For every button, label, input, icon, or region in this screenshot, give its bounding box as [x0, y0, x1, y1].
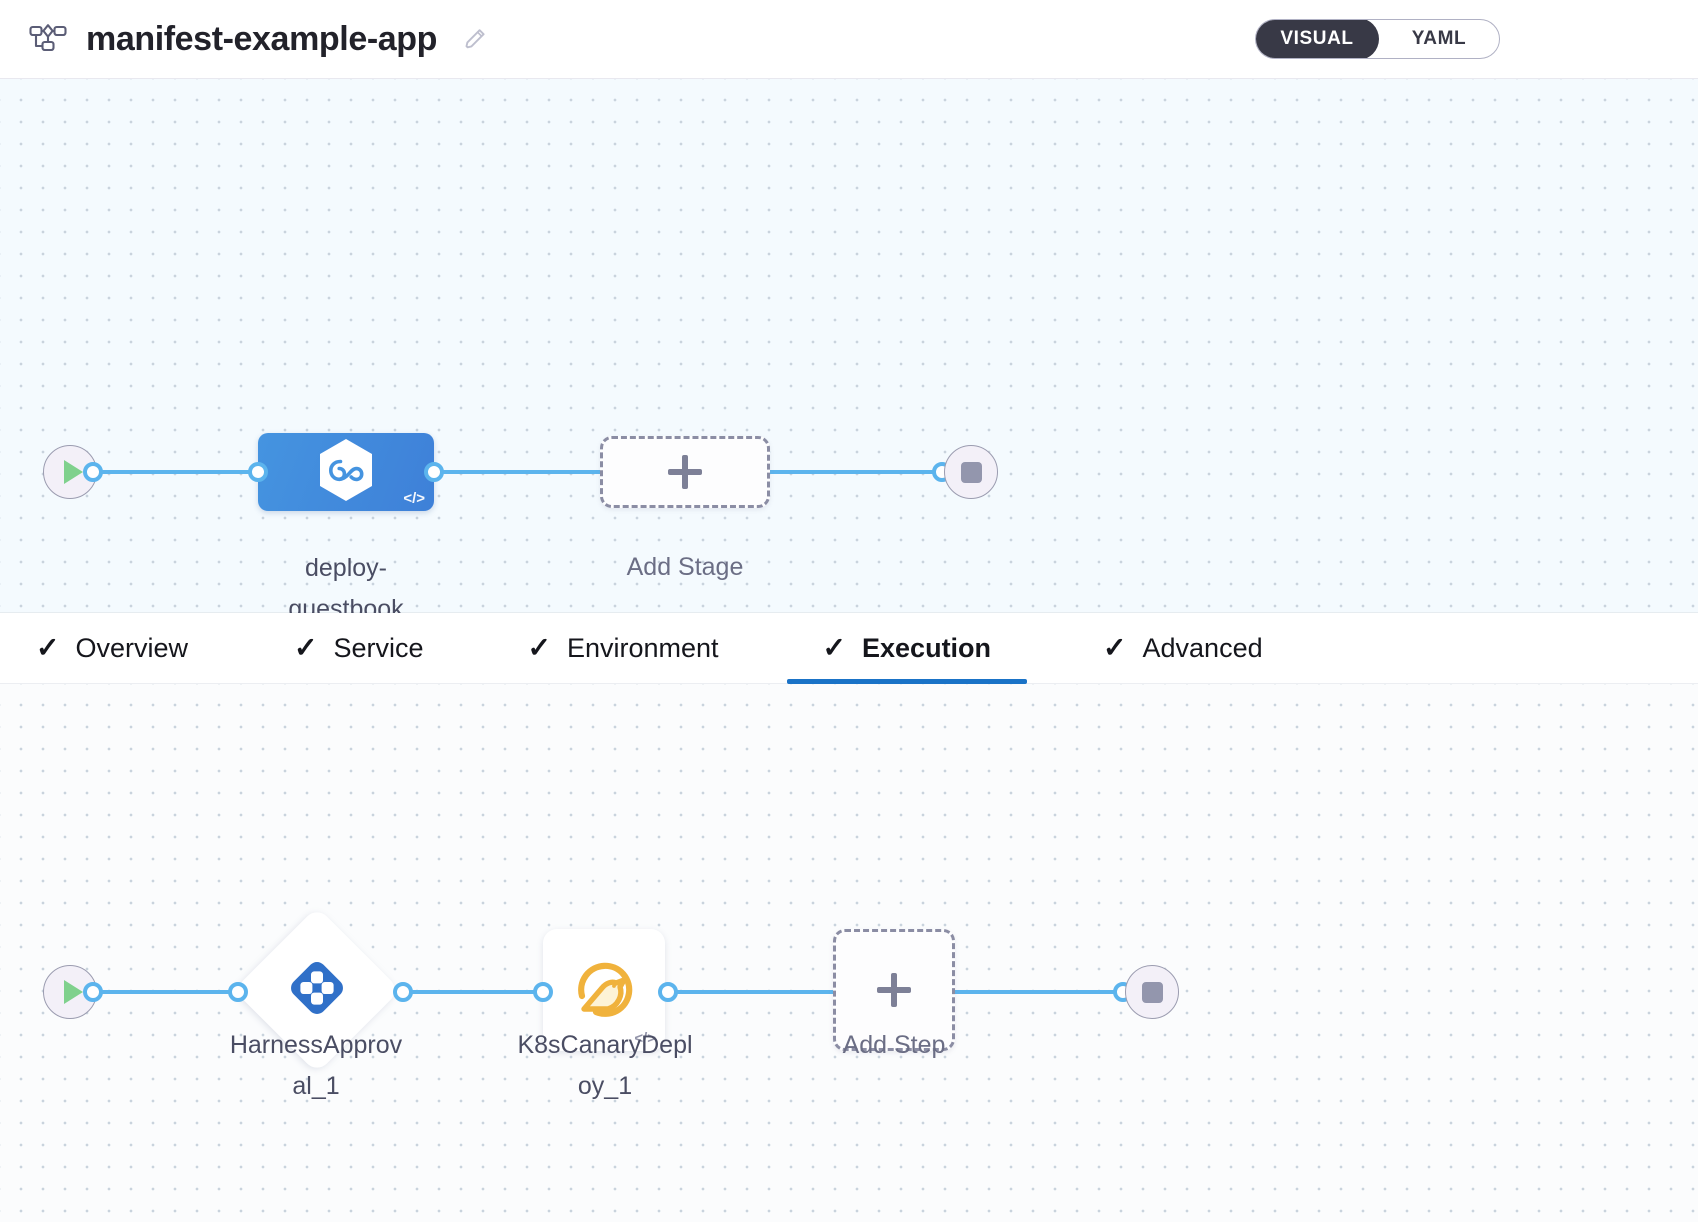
step-node-harnessapproval[interactable] — [258, 931, 376, 1049]
port-approval-out[interactable] — [393, 982, 413, 1002]
stage-tabs[interactable]: ✓ Overview ✓ Service ✓ Environment ✓ Exe… — [0, 613, 1698, 684]
edge-canary-to-addstep — [660, 990, 840, 994]
step-code-badge[interactable]: </> — [634, 1030, 656, 1047]
tab-service[interactable]: ✓ Service — [294, 613, 424, 684]
check-icon: ✓ — [36, 632, 60, 663]
add-step-button[interactable] — [833, 929, 955, 1051]
check-icon: ✓ — [294, 632, 318, 663]
tab-environment-label: Environment — [566, 632, 719, 663]
stage-code-badge[interactable]: </> — [403, 490, 425, 507]
tab-execution-label: Execution — [862, 632, 992, 663]
check-icon: ✓ — [527, 632, 551, 663]
pipeline-end-node[interactable] — [944, 445, 998, 499]
header-left-group: manifest-example-app — [0, 19, 489, 59]
pencil-edit-icon[interactable] — [455, 25, 489, 53]
port-canary-out[interactable] — [658, 982, 678, 1002]
step-label-harnessapproval: HarnessApprov al_1 — [196, 1025, 436, 1106]
tab-overview[interactable]: ✓ Overview — [36, 613, 188, 684]
port-stage-out[interactable] — [424, 462, 444, 482]
play-icon — [63, 980, 83, 1004]
add-step-label: Add Step — [842, 1031, 946, 1059]
harness-hexagon-icon — [315, 437, 377, 508]
tab-service-label: Service — [333, 632, 424, 663]
execution-graph-canvas[interactable]: HarnessApprov al_1 </> K8sCanaryDepl oy_… — [0, 684, 1698, 1222]
canary-label-line2: oy_1 — [577, 1071, 633, 1100]
edge-start-to-stage — [88, 470, 270, 474]
stage-node-deploy-guestbook[interactable]: </> — [258, 433, 434, 511]
check-icon: ✓ — [1103, 632, 1127, 663]
tab-advanced[interactable]: ✓ Advanced — [1103, 613, 1263, 684]
tab-advanced-label: Advanced — [1142, 632, 1263, 663]
stage-label-line1: deploy- — [305, 554, 387, 582]
tab-execution[interactable]: ✓ Execution — [786, 613, 1027, 684]
play-icon — [63, 460, 83, 484]
plus-icon — [668, 455, 702, 489]
port-canary-in[interactable] — [533, 982, 553, 1002]
yaml-mode-button[interactable]: YAML — [1379, 20, 1499, 58]
edge-addstep-to-end — [955, 990, 1115, 994]
mode-toggle[interactable]: VISUAL YAML — [1255, 19, 1500, 59]
edge-start-to-approval — [88, 990, 238, 994]
harness-approval-icon — [286, 957, 348, 1024]
tab-overview-label: Overview — [75, 632, 188, 663]
port-start-out[interactable] — [83, 462, 103, 482]
page-header: manifest-example-app VISUAL YAML — [0, 0, 1698, 79]
check-icon: ✓ — [822, 632, 847, 663]
canary-bird-icon — [566, 950, 642, 1031]
step-label-k8scanarydeploy: K8sCanaryDepl oy_1 — [483, 1025, 727, 1106]
execution-end-node[interactable] — [1125, 965, 1179, 1019]
edge-stage-to-addstage — [432, 470, 600, 474]
approval-label-line2: al_1 — [292, 1071, 340, 1100]
step-node-k8scanarydeploy[interactable]: </> — [543, 929, 665, 1051]
canary-label-line1: K8sCanaryDepl — [517, 1031, 693, 1059]
stop-square-icon — [1141, 981, 1163, 1003]
stage-graph-canvas[interactable]: </> deploy- guestbook Add Stage — [0, 79, 1698, 623]
plus-icon — [877, 973, 911, 1007]
edge-approval-to-canary — [390, 990, 540, 994]
visual-mode-button[interactable]: VISUAL — [1256, 20, 1379, 58]
edge-addstage-to-end — [770, 470, 950, 474]
pipeline-flow-icon — [28, 19, 68, 59]
header-right-group: VISUAL YAML — [1255, 19, 1698, 59]
port-exec-start-out[interactable] — [83, 982, 103, 1002]
add-stage-label: Add Stage — [626, 553, 744, 581]
port-approval-in[interactable] — [228, 982, 248, 1002]
tab-environment[interactable]: ✓ Environment — [528, 613, 719, 684]
add-stage-button[interactable] — [600, 436, 770, 508]
stop-square-icon — [960, 461, 982, 483]
approval-label-line1: HarnessApprov — [229, 1031, 403, 1059]
port-stage-in[interactable] — [248, 462, 268, 482]
page-title: manifest-example-app — [86, 19, 437, 58]
